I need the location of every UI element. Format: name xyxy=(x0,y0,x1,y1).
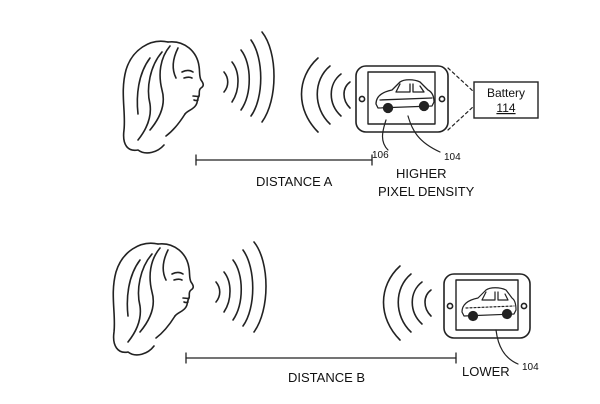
callout-leader-bottom xyxy=(495,329,519,365)
sound-waves-right-icon xyxy=(300,57,351,133)
tablet-device-bottom xyxy=(443,273,531,339)
sound-waves-bottom-left-icon xyxy=(215,241,267,333)
distance-b-label: DISTANCE B xyxy=(288,370,365,385)
distance-a-rule xyxy=(195,154,373,166)
battery-title: Battery xyxy=(487,86,525,100)
callout-104-top: 104 xyxy=(444,152,461,163)
battery-box xyxy=(473,81,539,119)
distance-b-rule xyxy=(185,352,457,364)
sound-waves-left-icon xyxy=(223,31,275,123)
callout-leaders-top xyxy=(381,115,441,153)
car-icon-bottom xyxy=(461,287,517,322)
face-icon-bottom xyxy=(112,242,195,356)
tablet-device-top xyxy=(355,65,449,133)
battery-ref: 114 xyxy=(496,101,515,115)
callout-104-bottom: 104 xyxy=(522,362,539,373)
higher-label: HIGHER xyxy=(396,166,447,181)
lower-label: LOWER xyxy=(462,364,510,379)
callout-106: 106 xyxy=(372,150,389,161)
sound-waves-bottom-right-icon xyxy=(382,265,432,341)
battery-connector xyxy=(447,67,475,131)
distance-a-label: DISTANCE A xyxy=(256,174,333,189)
face-icon xyxy=(122,40,205,154)
car-icon-top xyxy=(375,79,435,114)
pixel-density-label: PIXEL DENSITY xyxy=(378,184,475,199)
